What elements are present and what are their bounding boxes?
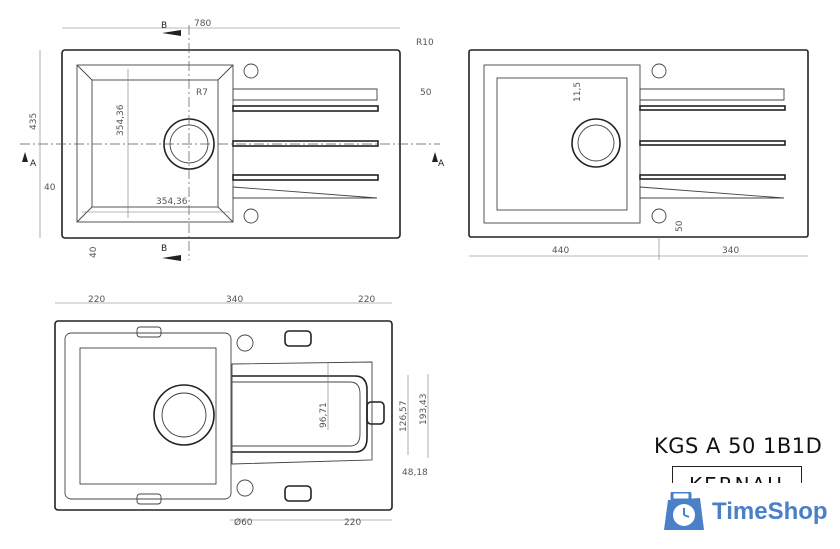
section-b-label-top: B xyxy=(161,21,167,31)
dim-193-43: 193,43 xyxy=(419,394,429,426)
dim-126-57: 126,57 xyxy=(399,401,409,433)
bottom-view: 220 340 220 96,71 126,57 193,43 48,18 Ø6… xyxy=(54,295,429,528)
watermark-text: TimeShop xyxy=(712,498,828,525)
model-number: KGS A 50 1B1D xyxy=(654,434,823,458)
section-b-label-bottom: B xyxy=(161,244,167,254)
section-a-label-left: A xyxy=(30,159,37,169)
dim-top-mid: 340 xyxy=(226,295,243,305)
dim-left-width: 440 xyxy=(552,246,569,256)
right-view: 11,5 50 440 340 xyxy=(468,49,809,260)
dim-top-right: 220 xyxy=(358,295,375,305)
watermark-logo: TimeShop xyxy=(662,492,828,532)
brand-name: KERNAU xyxy=(689,473,784,483)
dim-offset: 11,5 xyxy=(573,82,583,102)
dim-corner-radius: R10 xyxy=(416,38,434,48)
dim-48-18: 48,18 xyxy=(402,468,428,478)
dim-bottom-offset: 50 xyxy=(675,220,685,232)
clock-bag-icon xyxy=(664,492,704,530)
dim-bowl-height: 354,36 xyxy=(116,104,126,136)
dim-bottom-right: 220 xyxy=(344,518,361,528)
dim-top-left: 220 xyxy=(88,295,105,305)
section-a-label-right: A xyxy=(438,159,445,169)
dim-width: 780 xyxy=(194,19,211,29)
dim-height: 435 xyxy=(29,113,39,130)
dim-bowl-width: 354,36 xyxy=(156,197,188,207)
dim-bottom-margin: 40 xyxy=(89,246,99,258)
top-view: B B A A 780 435 R10 R7 50 354,36 354,36 … xyxy=(20,19,445,261)
dim-96-71: 96,71 xyxy=(319,402,329,428)
brand-box: KERNAU xyxy=(672,466,802,483)
dim-diameter: Ø60 xyxy=(234,517,253,528)
dim-left-margin: 40 xyxy=(44,183,56,193)
dim-right-width: 340 xyxy=(722,246,739,256)
dim-drain-offset: 50 xyxy=(420,88,432,98)
dim-inner-radius: R7 xyxy=(196,88,208,98)
